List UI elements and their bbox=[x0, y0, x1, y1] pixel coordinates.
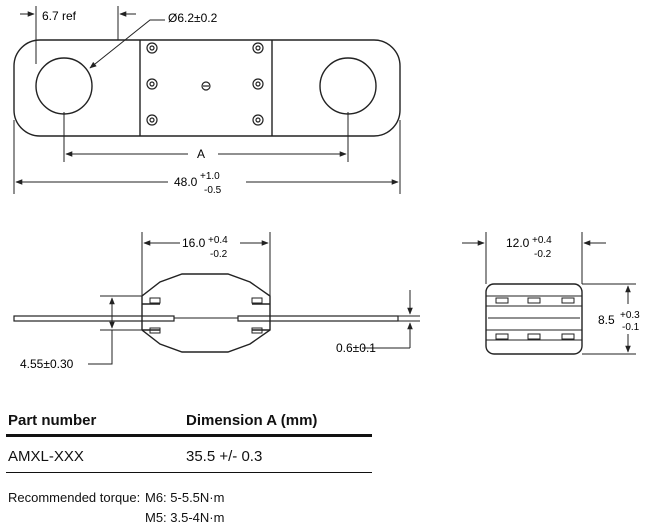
end-height-label: 8.5 bbox=[598, 313, 615, 327]
cell-dimension-a: 35.5 +/- 0.3 bbox=[186, 448, 263, 465]
side-height-label: 4.55±0.30 bbox=[20, 357, 74, 371]
side-thickness-label: 0.6±0.1 bbox=[336, 341, 376, 355]
center-window-dots bbox=[146, 42, 264, 126]
right-mounting-hole bbox=[319, 57, 377, 115]
dim-length-minus: -0.5 bbox=[204, 185, 222, 196]
end-width-minus: -0.2 bbox=[534, 249, 552, 260]
side-width-minus: -0.2 bbox=[210, 249, 228, 260]
side-width-plus: +0.4 bbox=[208, 235, 228, 246]
side-width-label: 16.0 bbox=[182, 236, 206, 250]
header-rule bbox=[6, 434, 372, 437]
header-dimension-a: Dimension A (mm) bbox=[186, 412, 318, 429]
dim-a-label: A bbox=[197, 147, 205, 161]
left-terminal bbox=[13, 315, 175, 322]
end-width-plus: +0.4 bbox=[532, 235, 552, 246]
end-view bbox=[462, 232, 636, 355]
left-mounting-hole bbox=[35, 57, 93, 115]
dim-ref-label: 6.7 ref bbox=[42, 9, 77, 23]
torque-m5: M5: 3.5-4N·m bbox=[145, 510, 225, 525]
right-terminal bbox=[237, 315, 399, 322]
end-width-label: 12.0 bbox=[506, 236, 530, 250]
header-part-number: Part number bbox=[8, 412, 97, 429]
dim-length-label: 48.0 bbox=[174, 175, 198, 189]
row-rule bbox=[6, 472, 372, 473]
top-view bbox=[13, 6, 401, 194]
cell-part-number: AMXL-XXX bbox=[8, 448, 84, 465]
torque-label: Recommended torque: bbox=[8, 490, 141, 505]
end-body-outline bbox=[485, 283, 583, 355]
fuse-body-outline bbox=[13, 39, 401, 137]
technical-drawing: 6.7 ref Ø6.2±0.2 A 48.0 +1.0 -0.5 16.0 +… bbox=[13, 6, 640, 371]
dim-hole-label: Ø6.2±0.2 bbox=[168, 11, 218, 25]
end-height-plus: +0.3 bbox=[620, 310, 640, 321]
side-body-outline bbox=[141, 273, 271, 353]
torque-m6: M6: 5-5.5N·m bbox=[145, 490, 225, 505]
end-height-minus: -0.1 bbox=[622, 322, 640, 333]
side-view bbox=[13, 232, 420, 365]
dim-length-plus: +1.0 bbox=[200, 171, 220, 182]
